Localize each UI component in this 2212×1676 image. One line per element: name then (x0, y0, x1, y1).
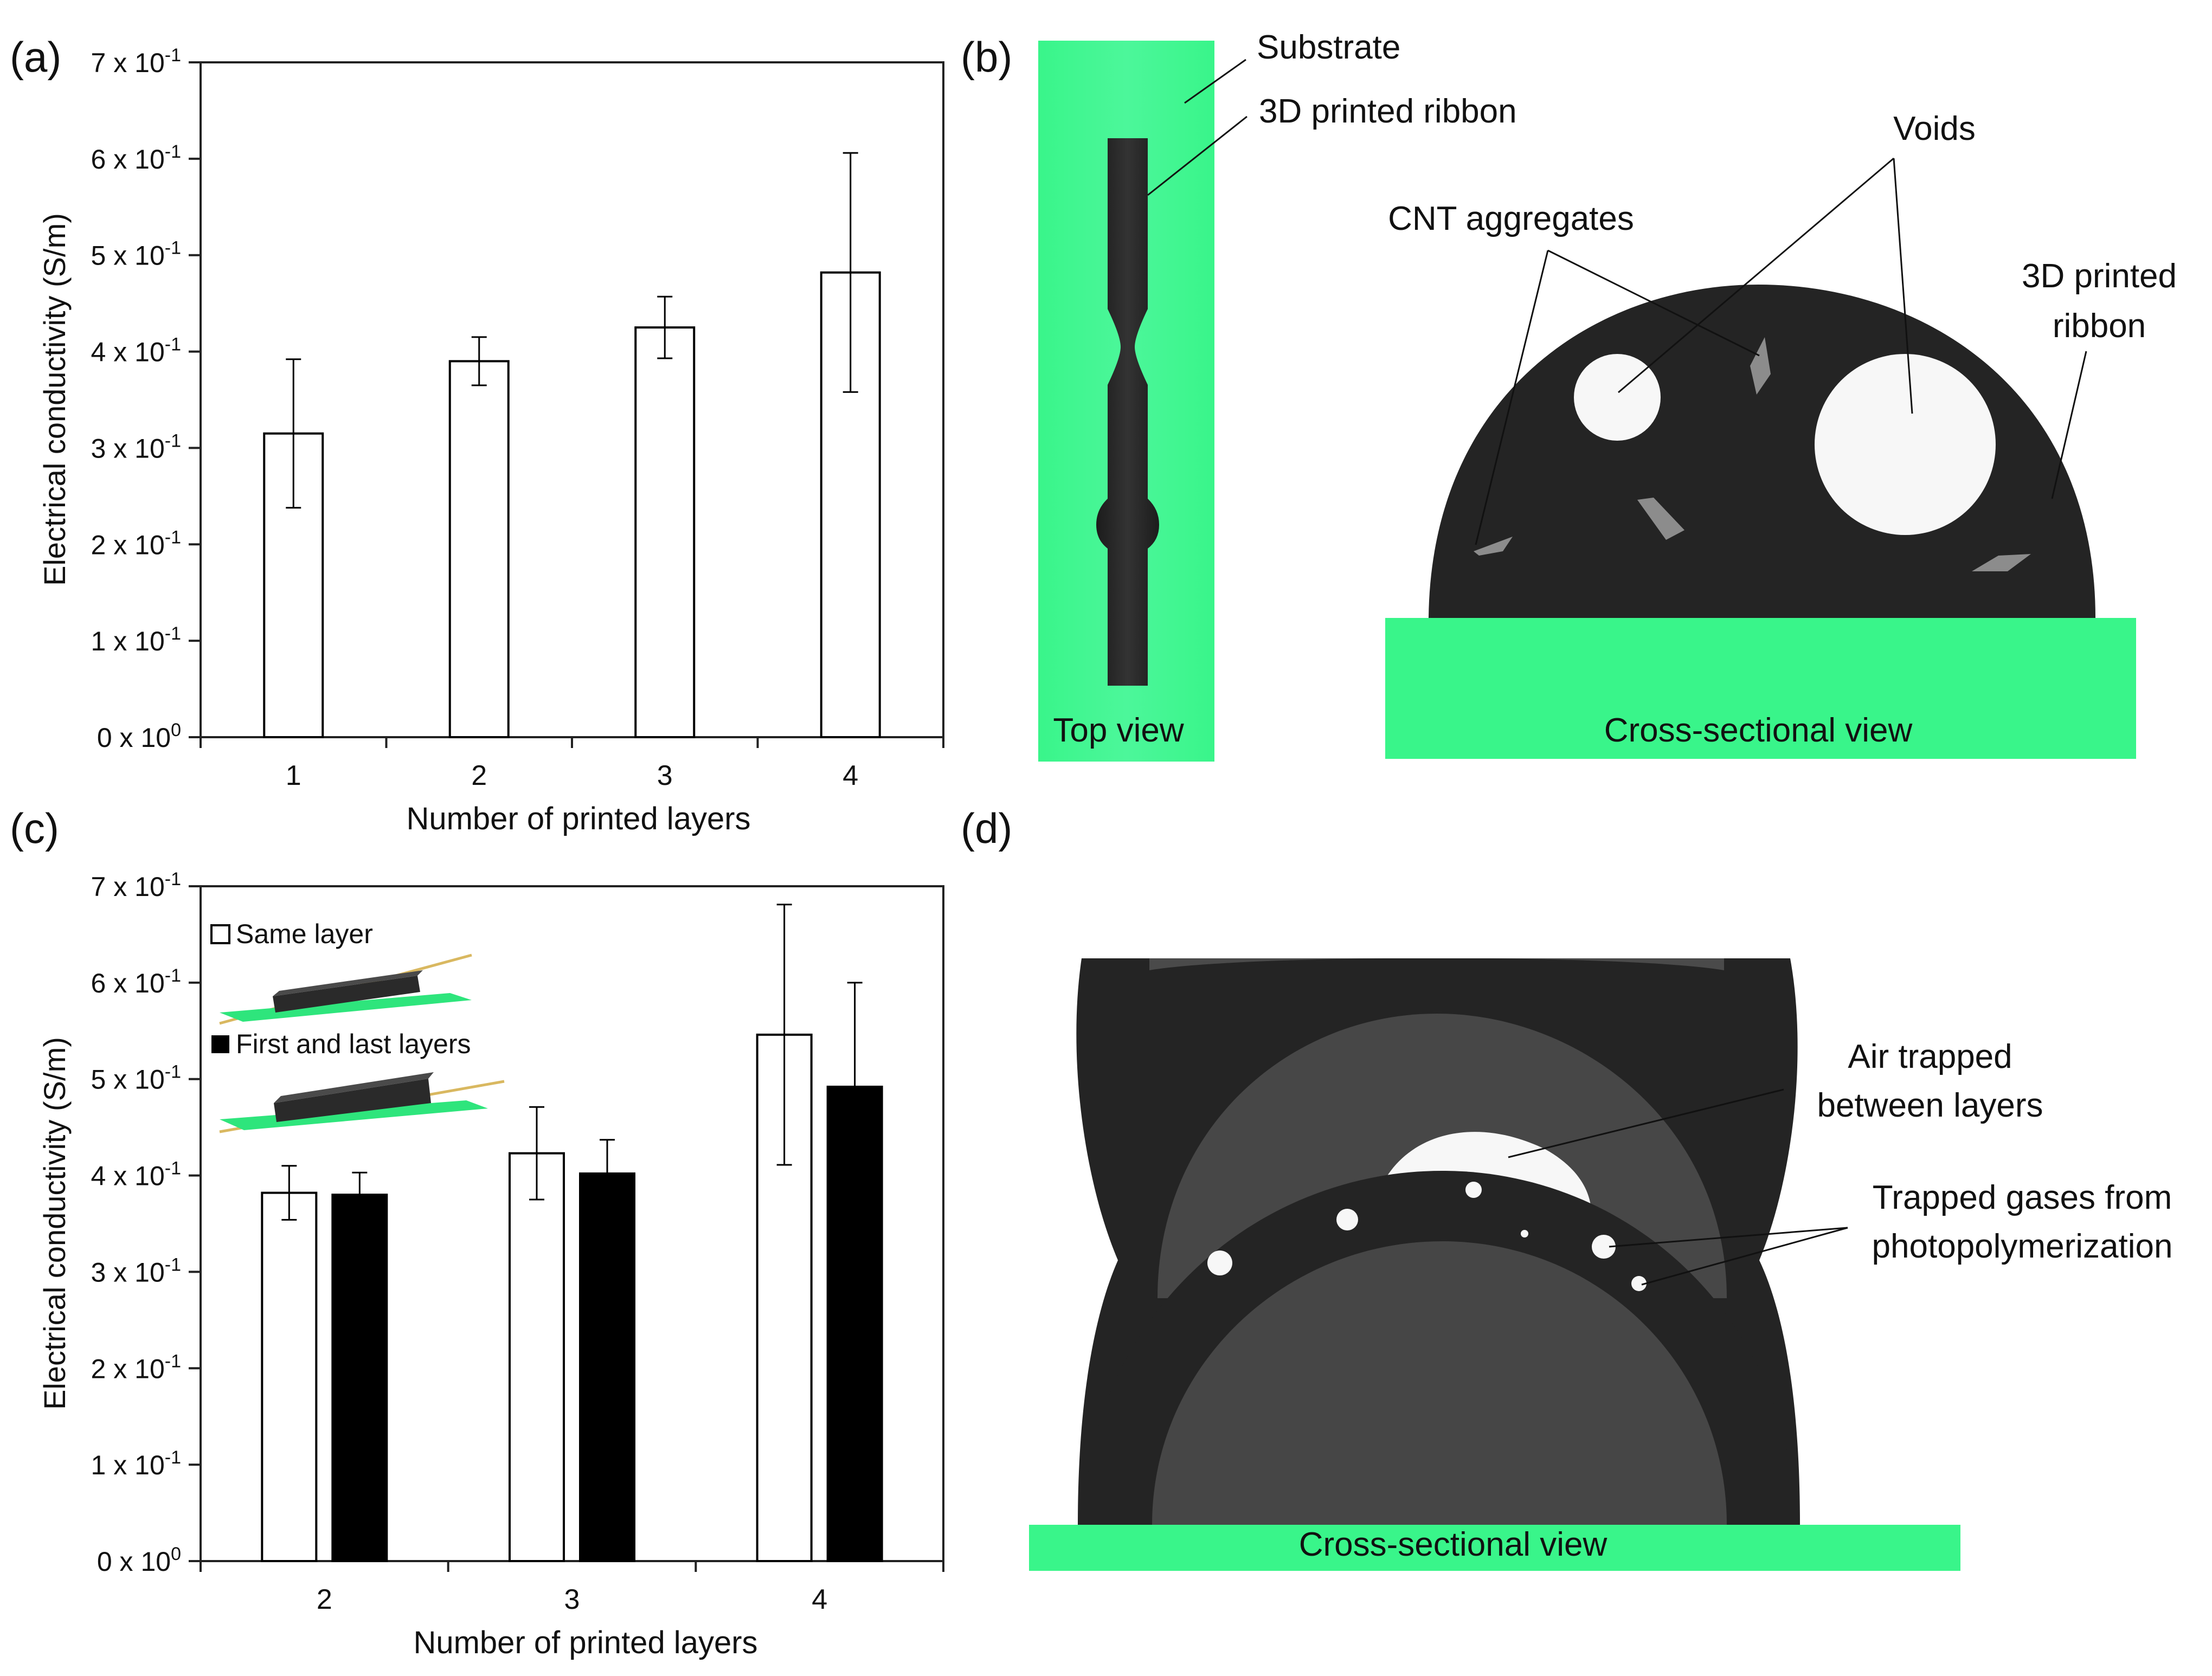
panel-c-legend: Same layer First and last layers (210, 919, 505, 1133)
y-tick-label: 6 x 10-1 (91, 965, 181, 998)
cnt-aggregate (1750, 337, 1771, 395)
panel-a-y-axis-label: Electrical conductivity (S/m) (37, 213, 72, 586)
panel-a-x-axis-label: Number of printed layers (406, 801, 750, 836)
y-tick-label: 1 x 10-1 (91, 623, 181, 656)
gases-leader (1609, 1227, 1848, 1248)
y-tick-label: 1 x 10-1 (91, 1447, 181, 1480)
bar (261, 1191, 318, 1562)
air-trapped-leader (1508, 1088, 1784, 1158)
x-tick-label: 3 (564, 1584, 580, 1615)
legend-ribbon-icon (219, 1072, 505, 1133)
bar (579, 1172, 635, 1563)
x-tick-label: 3 (657, 760, 673, 791)
y-tick-label: 7 x 10-1 (91, 869, 181, 902)
top-view-ribbon (1096, 138, 1159, 686)
panel-a: (a) 0 x 100 1 x 10-1 2 x 10-1 3 x 10-1 4 x 1… (10, 33, 944, 836)
y-tick-label: 4 x 10-1 (91, 1158, 181, 1191)
cross-view-label: Cross-sectional view (1604, 712, 1913, 749)
gases-label: photopolymerization (1872, 1228, 2173, 1265)
cnt-leader (1475, 250, 1549, 545)
y-tick-label: 5 x 10-1 (91, 238, 181, 271)
cnt-aggregate (1637, 498, 1684, 540)
d-cross-view-label: Cross-sectional view (1299, 1526, 1607, 1563)
panel-c-y-axis-label: Electrical conductivity (S/m) (37, 1037, 72, 1410)
panel-b-label: (b) (961, 33, 1012, 81)
voids-label: Voids (1893, 110, 1976, 147)
legend-label-same-layer: Same layer (236, 919, 373, 949)
x-tick-label: 1 (286, 760, 301, 791)
x-tick-label: 4 (843, 760, 858, 791)
bar (331, 1194, 388, 1562)
gas-bubble (1336, 1209, 1358, 1230)
void-large (1815, 354, 1996, 535)
air-trapped-label: Air trapped (1848, 1038, 2012, 1075)
panel-c: (c) 0 x 100 1 x 10-1 2 x 10-1 3 x 10-1 4 x 1… (10, 804, 944, 1660)
panel-c-x-axis: 2 3 4 (200, 1561, 944, 1615)
air-trapped-void (1385, 1132, 1591, 1209)
top-layer-inner (1149, 958, 1724, 970)
x-tick-label: 2 (471, 760, 487, 791)
cnt-aggregate (1972, 554, 2031, 571)
y-tick-label: 3 x 10-1 (91, 1254, 181, 1287)
panel-a-label: (a) (10, 33, 61, 81)
x-tick-label: 4 (812, 1584, 827, 1615)
panel-b: (b) Top view Substrate 3D printed ribbon… (961, 29, 2177, 762)
legend-swatch-same-layer (210, 924, 230, 944)
y-tick-label: 6 x 10-1 (91, 141, 181, 175)
gas-bubble (1631, 1276, 1647, 1291)
cross-section-substrate (1385, 618, 2136, 759)
gas-bubble (1465, 1182, 1482, 1198)
x-tick-label: 2 (317, 1584, 332, 1615)
y-tick-label: 0 x 100 (97, 1544, 181, 1577)
gas-bubble (1592, 1235, 1616, 1259)
ribbon-side-leader (2051, 351, 2087, 499)
gas-bubble (1207, 1250, 1232, 1275)
ribbon-side-label: ribbon (2053, 307, 2146, 345)
bar (634, 326, 696, 738)
gas-bubble (1521, 1230, 1528, 1237)
y-tick-label: 2 x 10-1 (91, 1351, 181, 1384)
substrate-leader (1184, 59, 1246, 104)
y-tick-label: 3 x 10-1 (91, 430, 181, 463)
legend-label-first-last: First and last layers (236, 1029, 471, 1059)
cnt-leader (1547, 249, 1760, 357)
top-view-label: Top view (1053, 712, 1184, 749)
substrate-label: Substrate (1257, 29, 1400, 66)
cnt-aggregate (1474, 537, 1513, 556)
y-tick-label: 2 x 10-1 (91, 527, 181, 560)
cnt-label: CNT aggregates (1388, 200, 1634, 237)
ribbon-top-label: 3D printed ribbon (1259, 93, 1517, 130)
panel-c-y-axis: 0 x 100 1 x 10-1 2 x 10-1 3 x 10-1 4 x 10-1 5… (91, 869, 201, 1577)
legend-ribbon-icon (219, 953, 472, 1025)
panel-a-x-axis: 1 2 3 4 (200, 737, 944, 791)
y-tick-label: 5 x 10-1 (91, 1062, 181, 1095)
y-tick-label: 7 x 10-1 (91, 45, 181, 78)
bar (448, 360, 510, 738)
gases-leader (1641, 1227, 1848, 1286)
voids-leader (1618, 157, 1894, 394)
bar (509, 1152, 565, 1562)
panel-a-y-axis: 0 x 100 1 x 10-1 2 x 10-1 3 x 10-1 4 x 10-1 5… (91, 45, 201, 753)
panel-a-bars (263, 152, 881, 738)
bottom-layer-inner (1152, 1241, 1727, 1525)
gases-label: Trapped gases from (1873, 1179, 2172, 1216)
bar (263, 432, 324, 738)
panel-c-x-axis-label: Number of printed layers (413, 1625, 757, 1660)
y-tick-label: 4 x 10-1 (91, 334, 181, 368)
y-tick-label: 0 x 100 (97, 720, 181, 753)
air-trapped-label: between layers (1817, 1087, 2043, 1124)
voids-leader (1893, 158, 1913, 414)
panel-d-label: (d) (961, 804, 1012, 852)
panel-c-bars (261, 904, 883, 1563)
panel-c-plot-frame (200, 885, 944, 1562)
panel-d: (d) Cross-sectional view Air trapped bet… (961, 804, 2172, 1571)
panel-c-label: (c) (10, 804, 59, 852)
legend-swatch-first-last (211, 1035, 229, 1053)
ribbon-side-label: 3D printed (2022, 257, 2177, 295)
d-substrate (1029, 1525, 1960, 1571)
ribbon-top-leader (1147, 115, 1248, 196)
